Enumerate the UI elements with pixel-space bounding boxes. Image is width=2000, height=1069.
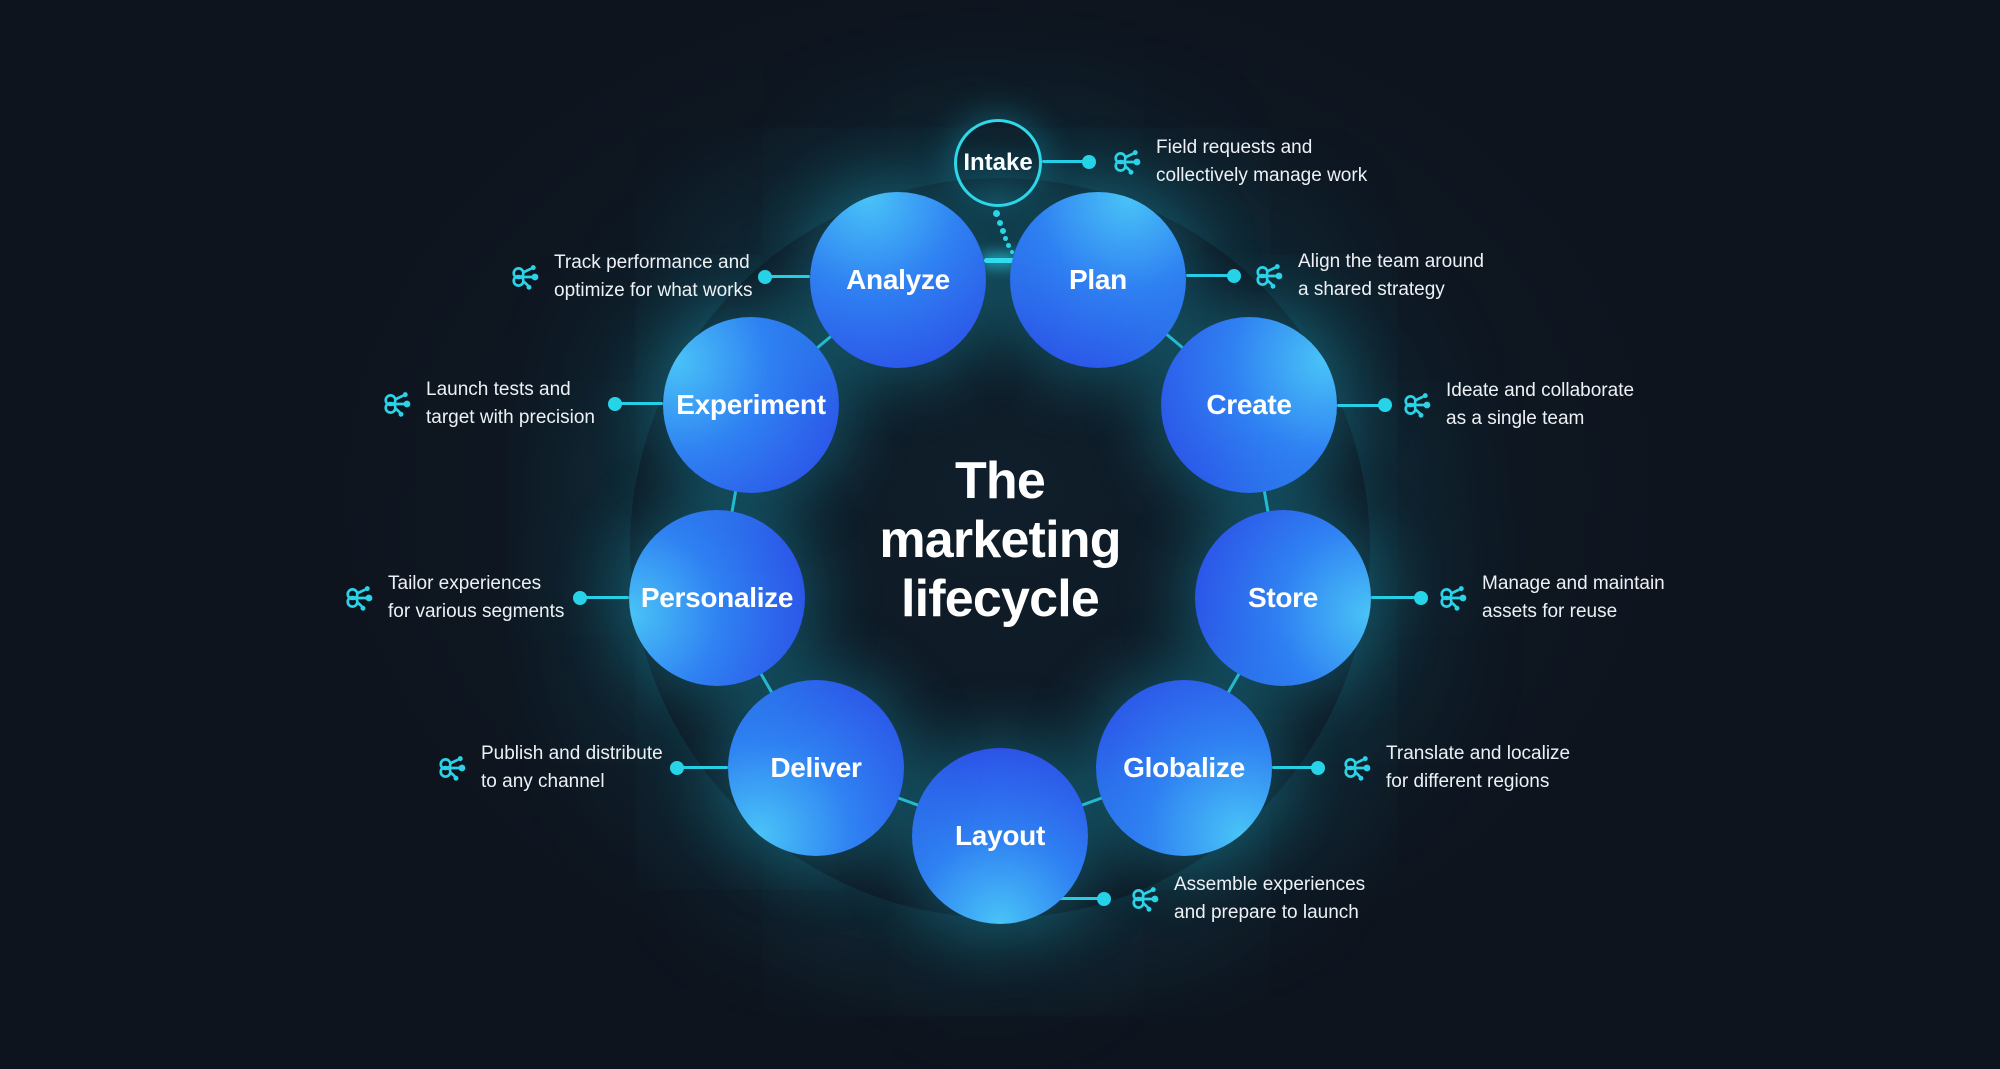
description-text: Translate and localize for different reg…	[1386, 743, 1571, 792]
brain-network-icon	[1130, 883, 1162, 915]
connector-dot-plan	[1227, 269, 1241, 283]
connector-globalize	[1272, 766, 1316, 769]
stage-circle-personalize: Personalize	[629, 510, 805, 686]
stage-circle-experiment: Experiment	[663, 317, 839, 493]
stage-circle-globalize: Globalize	[1096, 680, 1272, 856]
brain-network-icon	[437, 752, 469, 784]
brain-network-icon	[382, 388, 414, 420]
brain-network-icon	[1342, 752, 1374, 784]
page-title: The marketing lifecycle	[879, 452, 1121, 628]
connector-store	[1371, 596, 1419, 599]
connector-dot-deliver	[670, 761, 684, 775]
stage-label-layout: Layout	[955, 820, 1045, 851]
connector-personalize	[582, 596, 629, 599]
connector-intake	[1042, 160, 1088, 163]
connector-dot-create	[1378, 398, 1392, 412]
brain-network-icon	[510, 261, 542, 293]
stage-label-deliver: Deliver	[770, 752, 862, 783]
description-text: Ideate and collaborate as a single team	[1446, 380, 1635, 429]
stage-label-experiment: Experiment	[676, 389, 826, 420]
connector-layout	[1058, 897, 1102, 900]
description-text: Manage and maintain assets for reuse	[1482, 573, 1665, 622]
stage-label-analyze: Analyze	[846, 264, 950, 295]
connector-dot-intake	[1082, 155, 1096, 169]
connector-dot-store	[1414, 591, 1428, 605]
connector-analyze	[767, 275, 810, 278]
stage-description-deliver: Publish and distribute to any channel	[437, 740, 663, 796]
connector-dot-experiment	[608, 397, 622, 411]
description-text: Tailor experiences for various segments	[388, 573, 565, 622]
stage-description-globalize: Translate and localize for different reg…	[1342, 740, 1570, 796]
stage-label-create: Create	[1206, 389, 1292, 420]
stage-circle-layout: Layout	[912, 748, 1088, 924]
description-text: Publish and distribute to any channel	[481, 743, 663, 792]
description-text: Track performance and optimize for what …	[554, 252, 753, 301]
brain-network-icon	[344, 582, 376, 614]
description-text: Field requests and collectively manage w…	[1156, 137, 1368, 186]
stage-label-personalize: Personalize	[640, 582, 794, 613]
description-text: Launch tests and target with precision	[426, 379, 595, 428]
intake-trail-dot	[1010, 250, 1014, 254]
intake-trail-dot	[993, 210, 1000, 217]
stage-circle-store: Store	[1195, 510, 1371, 686]
intake-trail-dot	[1000, 228, 1006, 234]
stage-description-plan: Align the team around a shared strategy	[1254, 248, 1484, 304]
stage-description-store: Manage and maintain assets for reuse	[1438, 570, 1665, 626]
stage-circle-intake: Intake	[954, 119, 1042, 207]
description-text: Align the team around a shared strategy	[1298, 251, 1484, 300]
stage-label-intake: Intake	[963, 149, 1033, 176]
intake-trail-dot	[1003, 236, 1008, 241]
stage-label-store: Store	[1247, 582, 1319, 613]
stage-description-intake: Field requests and collectively manage w…	[1112, 134, 1367, 190]
stage-description-layout: Assemble experiences and prepare to laun…	[1130, 871, 1365, 927]
connector-dot-layout	[1097, 892, 1111, 906]
stage-label-plan: Plan	[1069, 264, 1127, 295]
brain-network-icon	[1254, 260, 1286, 292]
brain-network-icon	[1112, 146, 1144, 178]
link-analyze-plan-entry	[984, 258, 1016, 263]
stage-description-experiment: Launch tests and target with precision	[382, 376, 595, 432]
connector-deliver	[679, 766, 728, 769]
stage-description-create: Ideate and collaborate as a single team	[1402, 377, 1634, 433]
brain-network-icon	[1438, 582, 1470, 614]
stage-label-globalize: Globalize	[1123, 752, 1245, 783]
intake-trail-dot	[997, 220, 1003, 226]
connector-dot-personalize	[573, 591, 587, 605]
connector-dot-analyze	[758, 270, 772, 284]
description-text: Assemble experiences and prepare to laun…	[1174, 874, 1366, 923]
stage-description-analyze: Track performance and optimize for what …	[510, 249, 753, 305]
stage-description-personalize: Tailor experiences for various segments	[344, 570, 564, 626]
stage-circle-create: Create	[1161, 317, 1337, 493]
connector-plan	[1186, 274, 1232, 277]
connector-create	[1337, 404, 1383, 407]
intake-trail-dot	[1006, 243, 1011, 248]
stage-circle-plan: Plan	[1010, 192, 1186, 368]
connector-dot-globalize	[1311, 761, 1325, 775]
connector-experiment	[617, 402, 663, 405]
stage-circle-deliver: Deliver	[728, 680, 904, 856]
stage-circle-analyze: Analyze	[810, 192, 986, 368]
brain-network-icon	[1402, 389, 1434, 421]
